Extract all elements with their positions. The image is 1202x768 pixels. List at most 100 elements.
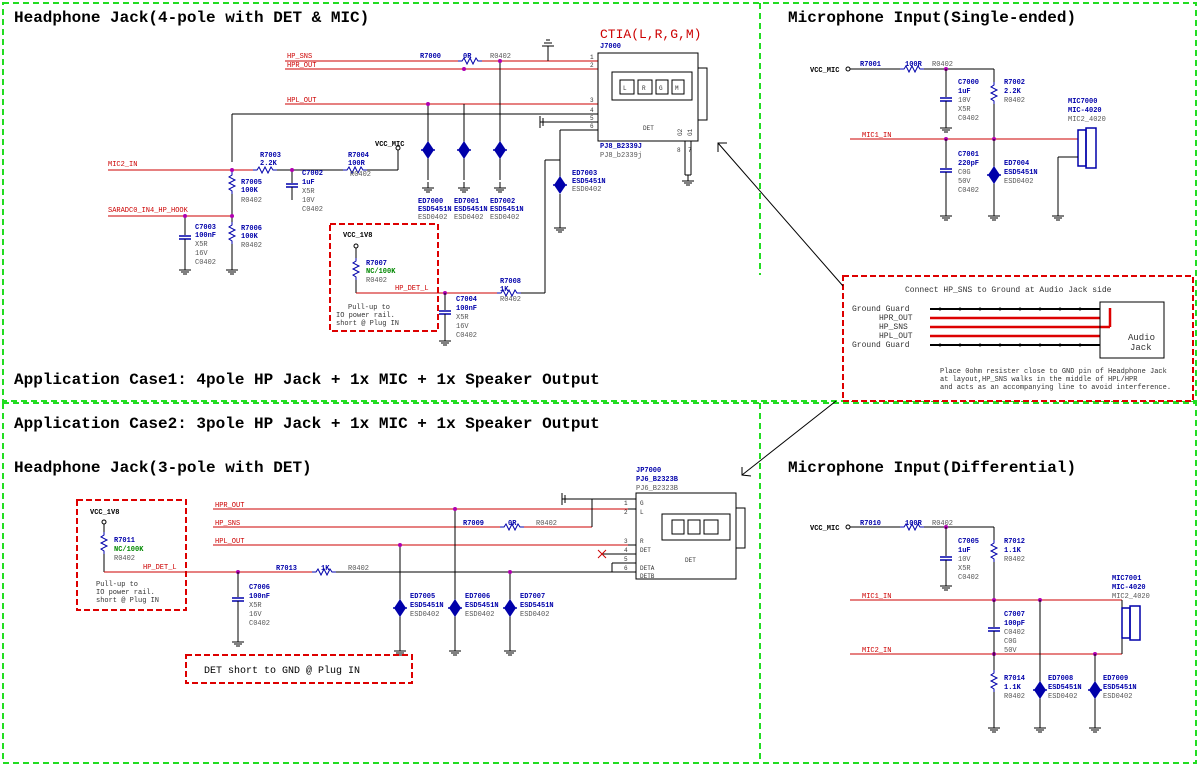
j7000-det: DET xyxy=(643,125,654,132)
hp-jack-4pole-circuit: HP_SNS HPR_OUT HPL_OUT MIC2_IN SARADC0_I… xyxy=(108,27,708,346)
c7007-c: 50V xyxy=(1004,647,1017,655)
callout-title: Connect HP_SNS to Ground at Audio Jack s… xyxy=(905,286,1112,295)
c7007-val: 100pF xyxy=(1004,620,1025,628)
j7000-pin-1: 1 xyxy=(590,54,594,61)
r7000-val: 0R xyxy=(463,53,472,61)
c7006-val: 100nF xyxy=(249,593,270,601)
net-mic1-in-bottom: MIC1_IN xyxy=(862,593,891,601)
jp7000-pin-3: 3 xyxy=(624,538,628,545)
callout-line-1: Ground Guard xyxy=(852,305,910,314)
mic-single-ended-title: Microphone Input(Single-ended) xyxy=(788,9,1076,27)
j7000-lbl-g: G xyxy=(659,85,663,92)
ed7002-fp: ESD0402 xyxy=(490,214,519,222)
c7003-ref: C7003 xyxy=(195,224,216,232)
c7004-b: 16V xyxy=(456,323,469,331)
mic7000-ref: MIC7000 xyxy=(1068,98,1097,106)
case2-title: Application Case2: 3pole HP Jack + 1x MI… xyxy=(14,415,600,433)
ed7008-val: ESD5451N xyxy=(1048,684,1082,692)
ed7005-ref: ED7005 xyxy=(410,593,435,601)
ed7001-val: ESD5451N xyxy=(454,206,488,214)
r7011-val: NC/100K xyxy=(114,546,144,554)
ed7009-fp: ESD0402 xyxy=(1103,693,1132,701)
c7004-ref: C7004 xyxy=(456,296,477,304)
jp7000-pin-1: 1 xyxy=(624,500,628,507)
ed7000-fp: ESD0402 xyxy=(418,214,447,222)
r7007-fp: R0402 xyxy=(366,277,387,285)
pullup-note-bottom-2: IO power rail. xyxy=(96,589,155,597)
jp7000-pin-5: 5 xyxy=(624,556,628,563)
c7004-val: 100nF xyxy=(456,305,477,313)
r7009-fp: R0402 xyxy=(536,520,557,528)
jp7000-pinlbl-det: DET xyxy=(640,547,651,554)
r7010-fp: R0402 xyxy=(932,520,953,528)
net-hpl-out: HPL_OUT xyxy=(287,97,316,105)
r7001-ref: R7001 xyxy=(860,61,881,69)
r7010-ref: R7010 xyxy=(860,520,881,528)
r7004-ref: R7004 xyxy=(348,152,369,160)
ed7005-val: ESD5451N xyxy=(410,602,444,610)
j7000-pin-4: 4 xyxy=(590,107,594,114)
callout-jack-1: Audio xyxy=(1128,333,1155,343)
c7003-fp: C0402 xyxy=(195,259,216,267)
r7002-ref: R7002 xyxy=(1004,79,1025,87)
r7012-ref: R7012 xyxy=(1004,538,1025,546)
pullup-note-bottom-1: Pull-up to xyxy=(96,581,138,589)
ed7004-fp: ESD0402 xyxy=(1004,178,1033,186)
j7000-pin-6: 6 xyxy=(590,123,594,130)
jp7000-part: PJ6_B2323B xyxy=(636,476,679,484)
c7000-a: 10V xyxy=(958,97,971,105)
vcc-mic-label-bottom: VCC_MIC xyxy=(810,525,839,533)
r7014-fp: R0402 xyxy=(1004,693,1025,701)
ed7007-fp: ESD0402 xyxy=(520,611,549,619)
net-saradc-hook: SARADC0_IN4_HP_HOOK xyxy=(108,207,189,215)
c7006-fp: C0402 xyxy=(249,620,270,628)
ctia-label: CTIA(L,R,G,M) xyxy=(600,27,701,42)
net-hp-sns: HP_SNS xyxy=(287,53,312,61)
pullup-note-top-2: IO power rail. xyxy=(336,312,395,320)
c7001-ref: C7001 xyxy=(958,151,979,159)
callout-jack-2: Jack xyxy=(1130,343,1152,353)
net-hpr-out: HPR_OUT xyxy=(287,62,316,70)
pullup-box-bottom xyxy=(76,499,187,611)
jp7000-pin-2: 2 xyxy=(624,509,628,516)
c7006-a: X5R xyxy=(249,602,262,610)
c7002-fp: C0402 xyxy=(302,206,323,214)
c7005-ref: C7005 xyxy=(958,538,979,546)
r7001-fp: R0402 xyxy=(932,61,953,69)
ed7009-ref: ED7009 xyxy=(1103,675,1128,683)
vcc-1v8-label-top: VCC_1V8 xyxy=(343,232,372,240)
mic7000-fp: MIC2_4020 xyxy=(1068,116,1106,124)
r7000-ref: R7000 xyxy=(420,53,441,61)
hp-jack-4pole-title: Headphone Jack(4-pole with DET & MIC) xyxy=(14,9,369,27)
c7000-b: X5R xyxy=(958,106,971,114)
j7000-pin-3: 3 xyxy=(590,97,594,104)
ed7000-ref: ED7000 xyxy=(418,198,443,206)
jp7000-ref: JP7000 xyxy=(636,467,661,475)
c7003-val: 100nF xyxy=(195,232,216,240)
c7006-ref: C7006 xyxy=(249,584,270,592)
j7000-pin-8: 8 xyxy=(677,147,681,154)
net-hpr-out-bottom: HPR_OUT xyxy=(215,502,244,510)
ed7004-val: ESD5451N xyxy=(1004,169,1038,177)
ed7007-ref: ED7007 xyxy=(520,593,545,601)
net-hp-sns-bottom: HP_SNS xyxy=(215,520,240,528)
ed7007-val: ESD5451N xyxy=(520,602,554,610)
j7000-pin-2: 2 xyxy=(590,62,594,69)
pullup-note-top-1: Pull-up to xyxy=(348,304,390,312)
c7001-a: C0G xyxy=(958,169,971,177)
ed7002-val: ESD5451N xyxy=(490,206,524,214)
net-hpl-out-bottom: HPL_OUT xyxy=(215,538,244,546)
net-mic2-in: MIC2_IN xyxy=(108,161,137,169)
ed7001-ref: ED7001 xyxy=(454,198,479,206)
callout-note-1: Place 0ohm resister close to GND pin of … xyxy=(940,368,1167,376)
c7007-a: C0402 xyxy=(1004,629,1025,637)
ed7009-val: ESD5451N xyxy=(1103,684,1137,692)
j7000-g2: G2 xyxy=(677,128,684,136)
r7013-fp: R0402 xyxy=(348,565,369,573)
hp-sns-routing-callout: Connect HP_SNS to Ground at Audio Jack s… xyxy=(717,142,1194,477)
r7003-val: 2.2K xyxy=(260,160,278,168)
c7001-b: 50V xyxy=(958,178,971,186)
vcc-mic-label-right: VCC_MIC xyxy=(810,67,839,75)
